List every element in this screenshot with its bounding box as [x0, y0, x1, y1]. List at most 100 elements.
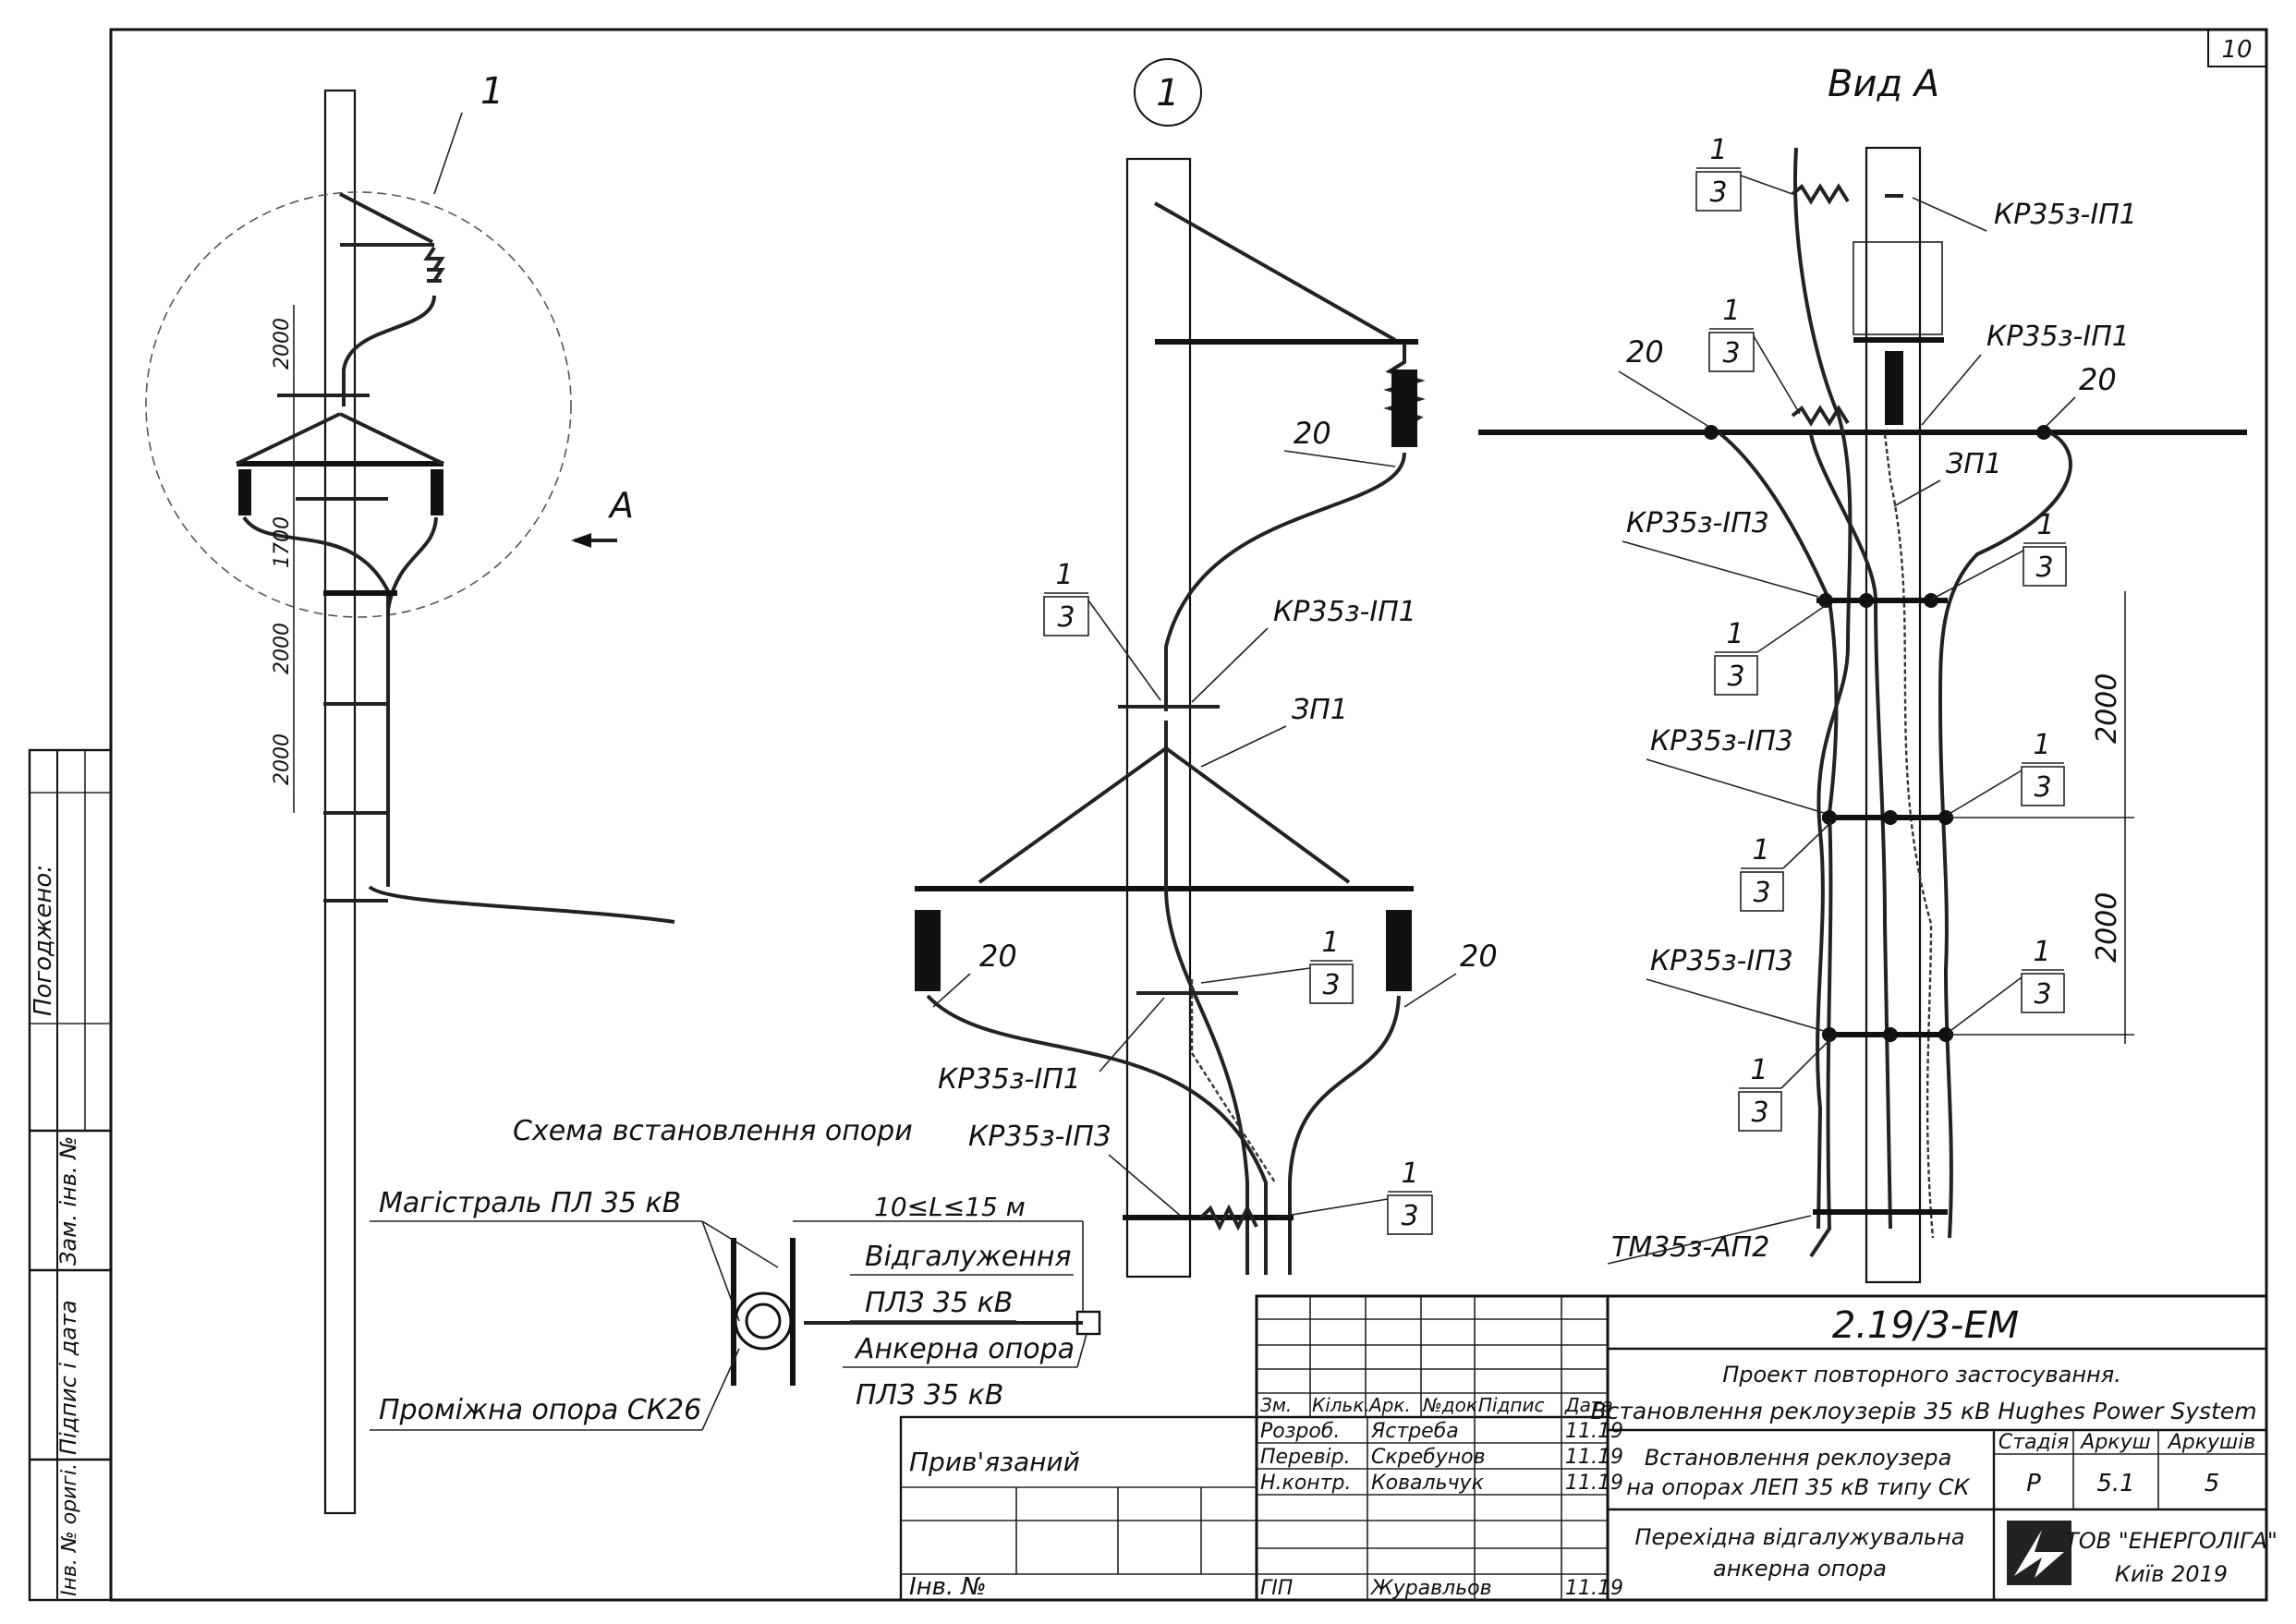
role-0: Розроб. [1260, 1420, 1340, 1443]
sheets-header: Аркушів [2167, 1431, 2256, 1454]
stamp-row-2: Підпис і дата [55, 1300, 81, 1455]
view-a-title: Вид А [1828, 63, 1939, 105]
view-a-fraction-4: 1 3 [1714, 603, 1828, 696]
view-a-label-ip3-1: КР35з-ІП3 [1626, 507, 1769, 539]
title-block: Зм. Кільк. Арк. №док. Підпис Дата Розроб… [899, 1294, 2278, 1602]
left-view: 1 2000 1700 2000 2000 A [145, 70, 675, 1515]
pole-view-a [1865, 146, 1922, 1284]
name-3: Журавльов [1369, 1577, 1492, 1600]
detail-label-ip1-upper: КР35з-ІП1 [1273, 596, 1416, 628]
company-logo [2007, 1521, 2071, 1585]
scheme-distance: 10≤L≤15 м [874, 1192, 1026, 1222]
view-a-fraction-5: 1 3 [1947, 729, 2065, 816]
desc-line-2: на опорах ЛЕП 35 кВ типу СК [1626, 1474, 1970, 1500]
role-2: Н.контр. [1260, 1472, 1351, 1495]
view-a-label-zp1: ЗП1 [1946, 448, 2002, 480]
arrow-label-a: A [607, 485, 634, 526]
bound-label: Прив'язаний [909, 1447, 1080, 1477]
view-a-label-ip3-2: КР35з-ІП3 [1650, 725, 1793, 757]
stamp-row-1: Зам. інв. № [55, 1136, 81, 1266]
svg-text:1: 1 [1750, 1054, 1768, 1086]
svg-text:1: 1 [1752, 834, 1769, 867]
sheet-header: Аркуш [2079, 1431, 2150, 1454]
scheme-branch-1: Відгалуження [865, 1241, 1072, 1273]
name-2: Ковальчук [1371, 1472, 1485, 1495]
agreed-label: Погоджено: [30, 865, 57, 1016]
svg-text:1: 1 [1709, 134, 1727, 166]
date-3: 11.19 [1565, 1577, 1623, 1600]
detail-title: 1 [1156, 72, 1179, 115]
svg-text:1: 1 [2033, 936, 2050, 968]
view-a-label-ip1-mid: КР35з-ІП1 [1986, 321, 2130, 353]
detail-title-circle [1134, 58, 1202, 127]
svg-text:1: 1 [2033, 729, 2050, 761]
svg-text:1: 1 [1726, 618, 1743, 650]
sheets-value: 5 [2205, 1470, 2220, 1497]
svg-text:№док.: №док. [1422, 1394, 1483, 1416]
left-dim-3: 2000 [271, 623, 294, 674]
left-dim-2: 1700 [271, 516, 294, 568]
svg-text:Арк.: Арк. [1367, 1394, 1411, 1416]
detail-fraction-2: 1 3 [1200, 927, 1354, 1004]
drawing-line-1: Перехідна відгалужувальна [1634, 1524, 1964, 1550]
view-a-label-20-left: 20 [1626, 334, 1664, 370]
view-a: Вид А 2000 2000 [1478, 63, 2247, 1284]
inv-label: Інв. № [909, 1573, 987, 1601]
pole-detail [1125, 157, 1192, 1279]
view-a-fraction-6: 1 3 [1740, 821, 1832, 912]
left-dim-4: 2000 [271, 733, 294, 785]
svg-text:Дата: Дата [1564, 1394, 1613, 1416]
view-a-fraction-1: 1 3 [1695, 134, 1793, 212]
scheme-intermediate: Проміжна опора СК26 [379, 1394, 701, 1426]
detail-view: 1 20 КР35з-ІП1 ЗП1 20 20 КР35з-ІП1 [915, 58, 1498, 1279]
svg-text:3: 3 [1727, 661, 1744, 693]
sheet-value: 5.1 [2096, 1470, 2134, 1497]
detail-label-20-top: 20 [1294, 416, 1331, 451]
view-a-dim-2: 2000 [2091, 892, 2123, 963]
svg-text:3: 3 [1751, 1097, 1768, 1129]
svg-text:3: 3 [2035, 551, 2053, 584]
desc-line-1: Встановлення реклоузера [1645, 1445, 1952, 1471]
detail-fraction-3: 1 3 [1274, 1157, 1433, 1235]
detail-label-zp1: ЗП1 [1292, 694, 1348, 726]
stage-header: Стадія [1998, 1431, 2069, 1454]
view-a-fraction-7: 1 3 [1947, 936, 2065, 1034]
view-a-fraction-9: 1 3 [1731, 1082, 1732, 1084]
detail-label-ip1-lower: КР35з-ІП1 [938, 1063, 1081, 1096]
svg-text:1: 1 [1321, 927, 1339, 959]
svg-text:3: 3 [1057, 601, 1075, 634]
detail-label-ip3: КР35з-ІП3 [968, 1121, 1112, 1153]
install-scheme: Схема встановлення опори Магістраль ПЛ 3… [370, 1115, 1101, 1431]
view-a-fraction-2: 1 3 [1708, 295, 1801, 415]
view-a-label-ip3-3: КР35з-ІП3 [1650, 945, 1793, 977]
left-dim-1: 2000 [271, 318, 294, 370]
svg-text:3: 3 [1753, 877, 1770, 909]
svg-text:Зм.: Зм. [1260, 1394, 1292, 1416]
left-stamp: Погоджено: Зам. інв. № Підпис і дата Інв… [28, 748, 113, 1602]
role-3: ГІП [1260, 1577, 1293, 1600]
view-a-label-ip1-top: КР35з-ІП1 [1994, 199, 2137, 231]
pole-left [323, 89, 357, 1515]
sheet-number-box [2207, 29, 2267, 67]
view-a-label-tm-ap2: ТМ35з-АП2 [1611, 1231, 1769, 1264]
view-a-fraction-3: 1 3 [1932, 509, 2067, 600]
date-1: 11.19 [1565, 1446, 1623, 1469]
left-callout-number: 1 [480, 70, 504, 113]
svg-text:3: 3 [1722, 337, 1740, 370]
sheet-number: 10 [2221, 36, 2252, 64]
name-1: Скребунов [1371, 1446, 1486, 1469]
svg-text:3: 3 [2034, 771, 2051, 804]
drawing-line-2: анкерна опора [1713, 1556, 1887, 1582]
stamp-row-3: Інв. № оригі. [58, 1463, 81, 1596]
view-a-fraction-8: 1 3 [1738, 1037, 1832, 1132]
view-a-label-20-right: 20 [2079, 362, 2117, 397]
date-0: 11.19 [1565, 1420, 1623, 1443]
view-a-dim-1: 2000 [2091, 673, 2123, 744]
scheme-anchor-2: ПЛЗ 35 кВ [856, 1379, 1003, 1412]
detail-circle [145, 191, 572, 618]
company-name: ТОВ "ЕНЕРГОЛІГА" [2065, 1528, 2278, 1554]
svg-text:Кільк.: Кільк. [1312, 1394, 1370, 1416]
detail-label-20-right: 20 [1460, 939, 1498, 974]
name-0: Ястреба [1370, 1420, 1459, 1443]
